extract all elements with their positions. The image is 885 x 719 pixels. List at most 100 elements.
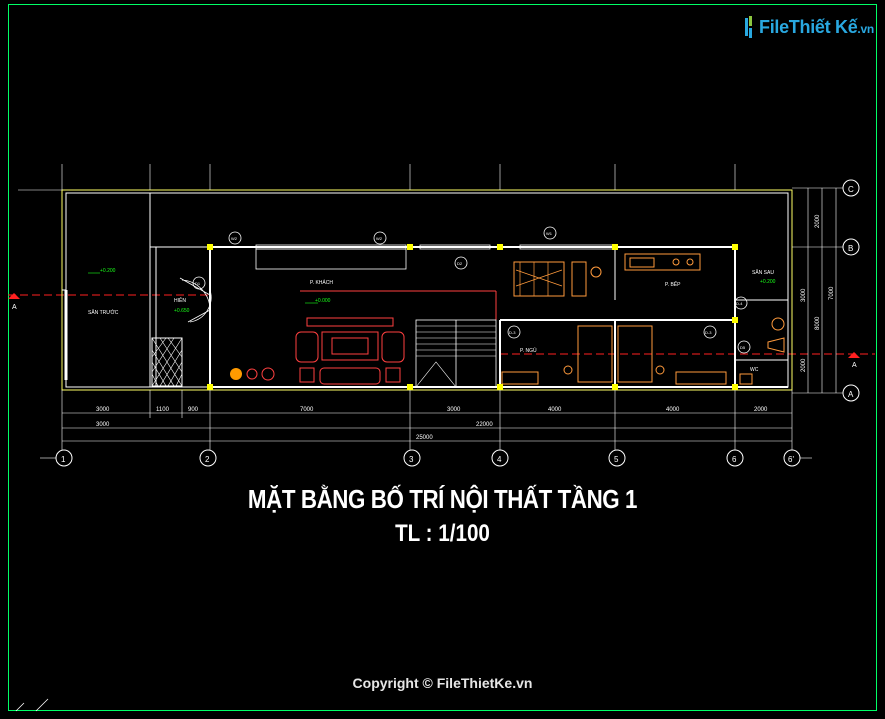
drawing-title: MẶT BẰNG BỐ TRÍ NỘI THẤT TẦNG 1 (247, 484, 638, 514)
column-grid-bubbles: 1 2 3 4 5 6 6' (55, 449, 801, 467)
room-label-p-ngu: P. NGỦ (520, 347, 537, 354)
planter-hatch (151, 337, 183, 387)
tag-d1: D1 (195, 281, 201, 286)
column (612, 384, 618, 390)
room-label-hien: HIÊN (174, 296, 186, 304)
grid-bubble: 2 (199, 449, 217, 467)
section-mark-right: A (852, 362, 857, 369)
svg-text:A: A (848, 390, 854, 399)
dim-text: 2000 (754, 407, 768, 413)
dim-text: 3000 (447, 407, 461, 413)
svg-text:4: 4 (497, 455, 502, 464)
chair-orange (230, 368, 242, 380)
level-san-sau: +0.200 (760, 279, 776, 285)
tag-circle (454, 256, 468, 270)
column (497, 384, 503, 390)
room-label-san-sau: SÂN SAU (752, 269, 774, 276)
table-glass (331, 337, 369, 355)
grid-bubble: 5 (608, 449, 626, 467)
column (732, 317, 738, 323)
window (419, 244, 491, 250)
svg-text:2: 2 (205, 455, 210, 464)
column (207, 244, 213, 250)
level-p-khach: +0.000 (315, 298, 331, 304)
stove (686, 258, 694, 266)
svg-text:B: B (848, 244, 853, 253)
tag-w2: W2 (231, 236, 238, 241)
tag-circle (543, 226, 557, 240)
corner-mark (15, 698, 49, 712)
logo-brand: FileThiết Kế (759, 16, 858, 37)
dim-text: 4000 (548, 407, 562, 413)
row-grid-bubbles: C B A (842, 179, 860, 402)
dim-text: 900 (188, 407, 199, 413)
tag-circle (734, 296, 748, 310)
nightstand (563, 365, 573, 375)
dim-text: 1100 (156, 407, 170, 413)
chair (261, 367, 275, 381)
level-hien: +0.650 (174, 308, 190, 314)
tag-d3: D-3 (509, 330, 516, 335)
room-label-wc: WC (750, 367, 759, 373)
sofa-back (306, 317, 394, 327)
dining-table (513, 261, 565, 297)
section-arrow-icon (848, 352, 860, 358)
tag-circle (192, 276, 206, 290)
structural-columns (207, 244, 738, 390)
cabinet (571, 261, 587, 297)
tv-cabinet (255, 248, 407, 270)
coffee-table (321, 331, 379, 361)
column (207, 384, 213, 390)
column (612, 244, 618, 250)
tag-circle (373, 231, 387, 245)
tag-d4: D-4 (736, 301, 743, 306)
logo-domain: .vn (857, 21, 874, 36)
stool (246, 368, 258, 380)
grid-bubble: 6' (783, 449, 801, 467)
grid-bubble: 6 (726, 449, 744, 467)
wardrobe (675, 371, 727, 385)
dim-text: 2000 (815, 214, 821, 228)
sofa (319, 367, 381, 385)
column (407, 384, 413, 390)
armchair (295, 331, 319, 363)
grid-bubble: B (842, 238, 860, 256)
dim-text: 2000 (801, 358, 807, 372)
grid-extension-lines (18, 164, 845, 394)
svg-text:3: 3 (409, 455, 414, 464)
column (732, 244, 738, 250)
dim-text: 22000 (476, 422, 493, 428)
outer-boundary (61, 189, 793, 391)
tag-circle (703, 325, 717, 339)
grid-bubble: C (842, 179, 860, 197)
section-arrow-icon (8, 293, 20, 299)
room-label-p-khach: P. KHÁCH (310, 279, 333, 286)
logo-mark-icon (745, 16, 755, 38)
dimension-lines (61, 188, 837, 458)
dining-chairs (515, 262, 563, 296)
outer-wall (65, 192, 789, 388)
dim-text: 3000 (96, 422, 110, 428)
sink (629, 257, 655, 268)
side-table (385, 367, 401, 383)
plant-pot (771, 317, 785, 331)
right-dimension-texts: 2000 3000 2000 8000 7000 (801, 214, 835, 372)
stove (672, 258, 680, 266)
grid-bubble: A (842, 384, 860, 402)
tag-circle (228, 231, 242, 245)
bed (577, 325, 613, 383)
wardrobe (501, 371, 539, 385)
column (497, 244, 503, 250)
svg-text:6: 6 (732, 455, 737, 464)
tag-circle (507, 325, 521, 339)
dimension-texts: 3000 1100 900 7000 3000 4000 4000 2000 3… (96, 407, 768, 441)
bed (617, 325, 653, 383)
washbasin (767, 337, 785, 353)
dim-text: 8000 (815, 316, 821, 330)
sheet-border (8, 4, 877, 711)
dim-text: 25000 (416, 435, 433, 441)
plant (590, 266, 602, 278)
tag-d3: D-3 (705, 330, 712, 335)
